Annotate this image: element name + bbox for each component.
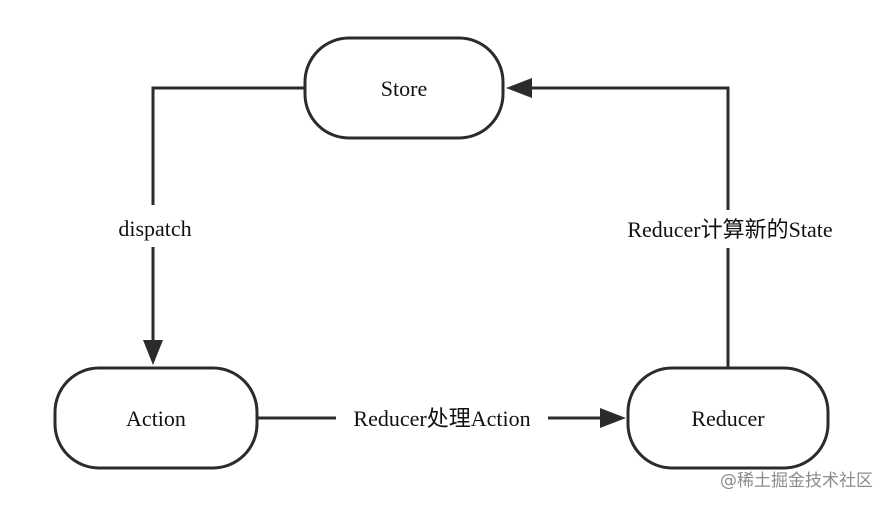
arrow-into-store [506,78,532,98]
watermark-text: @稀土掘金技术社区 [720,471,873,491]
node-action: Action [53,366,259,470]
edge-label-reducer-handles-action: Reducer处理Action [353,406,530,431]
edge-store-to-action [151,86,305,205]
arrow-into-reducer [600,408,626,428]
arrow-into-action [143,340,163,365]
edge-label-reducer-computes-state: Reducer计算新的State [627,217,832,242]
edge-reducer-to-store-upper [530,86,730,210]
node-store: Store [303,36,505,140]
node-action-label: Action [126,406,186,431]
node-reducer: Reducer [626,366,830,470]
node-reducer-label: Reducer [691,406,765,431]
node-store-label: Store [381,76,427,101]
edge-label-dispatch: dispatch [118,216,191,241]
